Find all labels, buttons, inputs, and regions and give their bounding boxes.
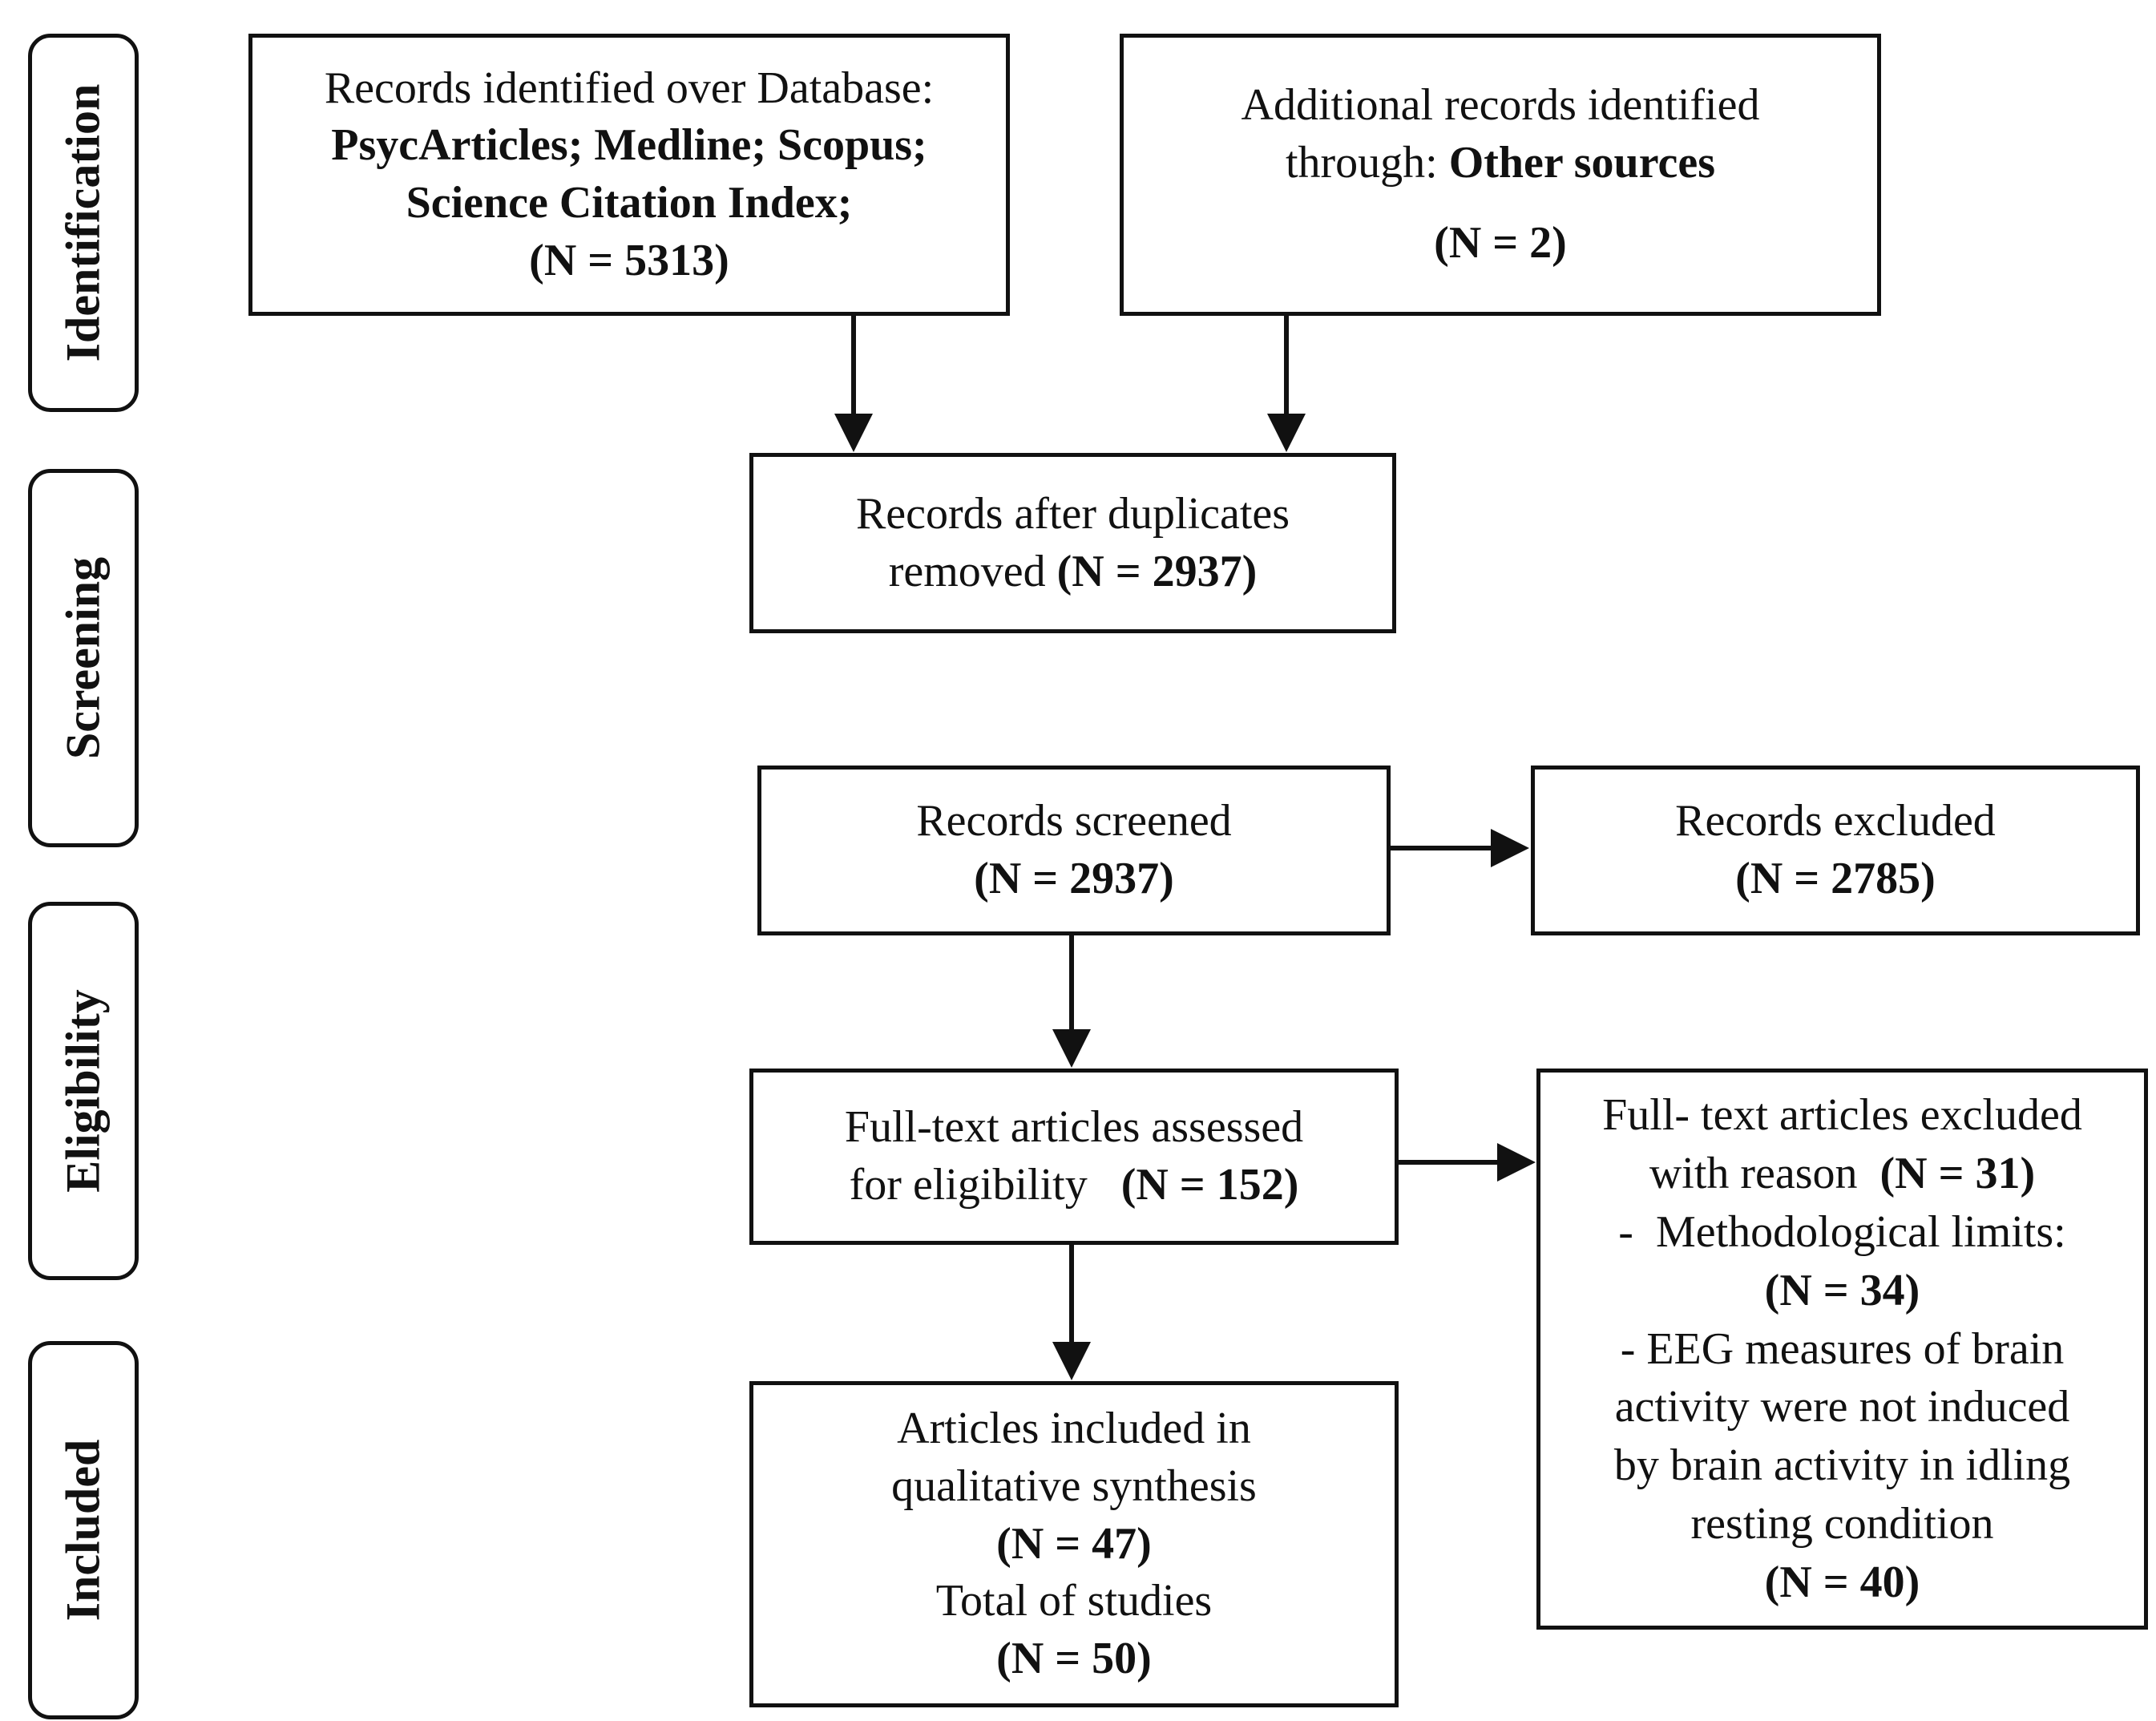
records-screened-box: Records screened (N = 2937) [757,766,1391,935]
exclusion-reason-methodological: - Methodological limits: [1618,1207,2066,1257]
full-text-excluded-line2-prefix: with reason [1649,1149,1880,1199]
exclusion-reason-eeg-line1: - EEG measures of brain [1620,1323,2065,1374]
full-text-assessed-line2-prefix: for eligibility [849,1160,1121,1210]
total-studies-label: Total of studies [935,1576,1213,1626]
records-excluded-label: Records excluded [1675,796,1996,846]
studies-included-box: Articles included in qualitative synthes… [749,1381,1399,1707]
phase-included: Included [28,1341,139,1719]
duplicates-removed-line1: Records after duplicates [855,488,1290,539]
other-sources-line2-prefix: through: [1285,138,1449,188]
full-text-assessed-line1: Full-text articles assessed [844,1102,1304,1153]
other-sources-line2: through: Other sources [1286,135,1715,192]
database-list-line3: Science Citation Index; [406,178,853,228]
duplicates-removed-line2-prefix: removed [888,546,1057,596]
full-text-excluded-count: (N = 31) [1879,1149,2036,1199]
records-excluded-box: Records excluded (N = 2785) [1531,766,2140,935]
other-sources-box: Additional records identified through: O… [1120,34,1881,316]
full-text-excluded-line1: Full- text articles excluded [1602,1090,2082,1141]
duplicates-removed-line2: removed (N = 2937) [889,543,1258,601]
total-studies-count: (N = 50) [996,1634,1152,1683]
studies-included-line1: Articles included in [897,1404,1251,1454]
database-records-box: Records identified over Database: PsycAr… [248,34,1010,316]
records-screened-label: Records screened [916,796,1232,846]
exclusion-reason-eeg-line3: by brain activity in idling [1613,1440,2071,1491]
exclusion-reason-eeg-line2: activity were not induced [1614,1382,2070,1432]
full-text-excluded-box: Full- text articles excluded with reason… [1536,1069,2148,1630]
database-records-line1: Records identified over Database: [324,63,935,113]
studies-included-count: (N = 47) [996,1518,1152,1569]
studies-included-line2: qualitative synthesis [891,1460,1257,1511]
other-sources-label: Other sources [1448,138,1716,188]
full-text-assessed-count: (N = 152) [1120,1160,1299,1210]
phase-identification: Identification [28,34,139,412]
full-text-assessed-box: Full-text articles assessed for eligibil… [749,1069,1399,1245]
duplicates-removed-box: Records after duplicates removed (N = 29… [749,453,1396,633]
other-sources-count: (N = 2) [1434,217,1567,268]
records-screened-count: (N = 2937) [974,854,1174,903]
exclusion-reason-eeg-count: (N = 40) [1764,1557,1920,1607]
other-sources-line1: Additional records identified [1241,80,1760,131]
full-text-excluded-line2: with reason (N = 31) [1649,1145,2035,1203]
phase-eligibility: Eligibility [28,902,139,1280]
duplicates-removed-count: (N = 2937) [1056,546,1258,596]
database-list-line2: PsycArticles; Medline; Scopus; [331,120,927,171]
records-excluded-count: (N = 2785) [1735,854,1936,903]
exclusion-reason-methodological-count: (N = 34) [1764,1265,1920,1315]
exclusion-reason-eeg-line4: resting condition [1690,1498,1994,1549]
database-records-count: (N = 5313) [529,235,729,285]
phase-screening: Screening [28,469,139,847]
full-text-assessed-line2: for eligibility (N = 152) [850,1157,1299,1214]
